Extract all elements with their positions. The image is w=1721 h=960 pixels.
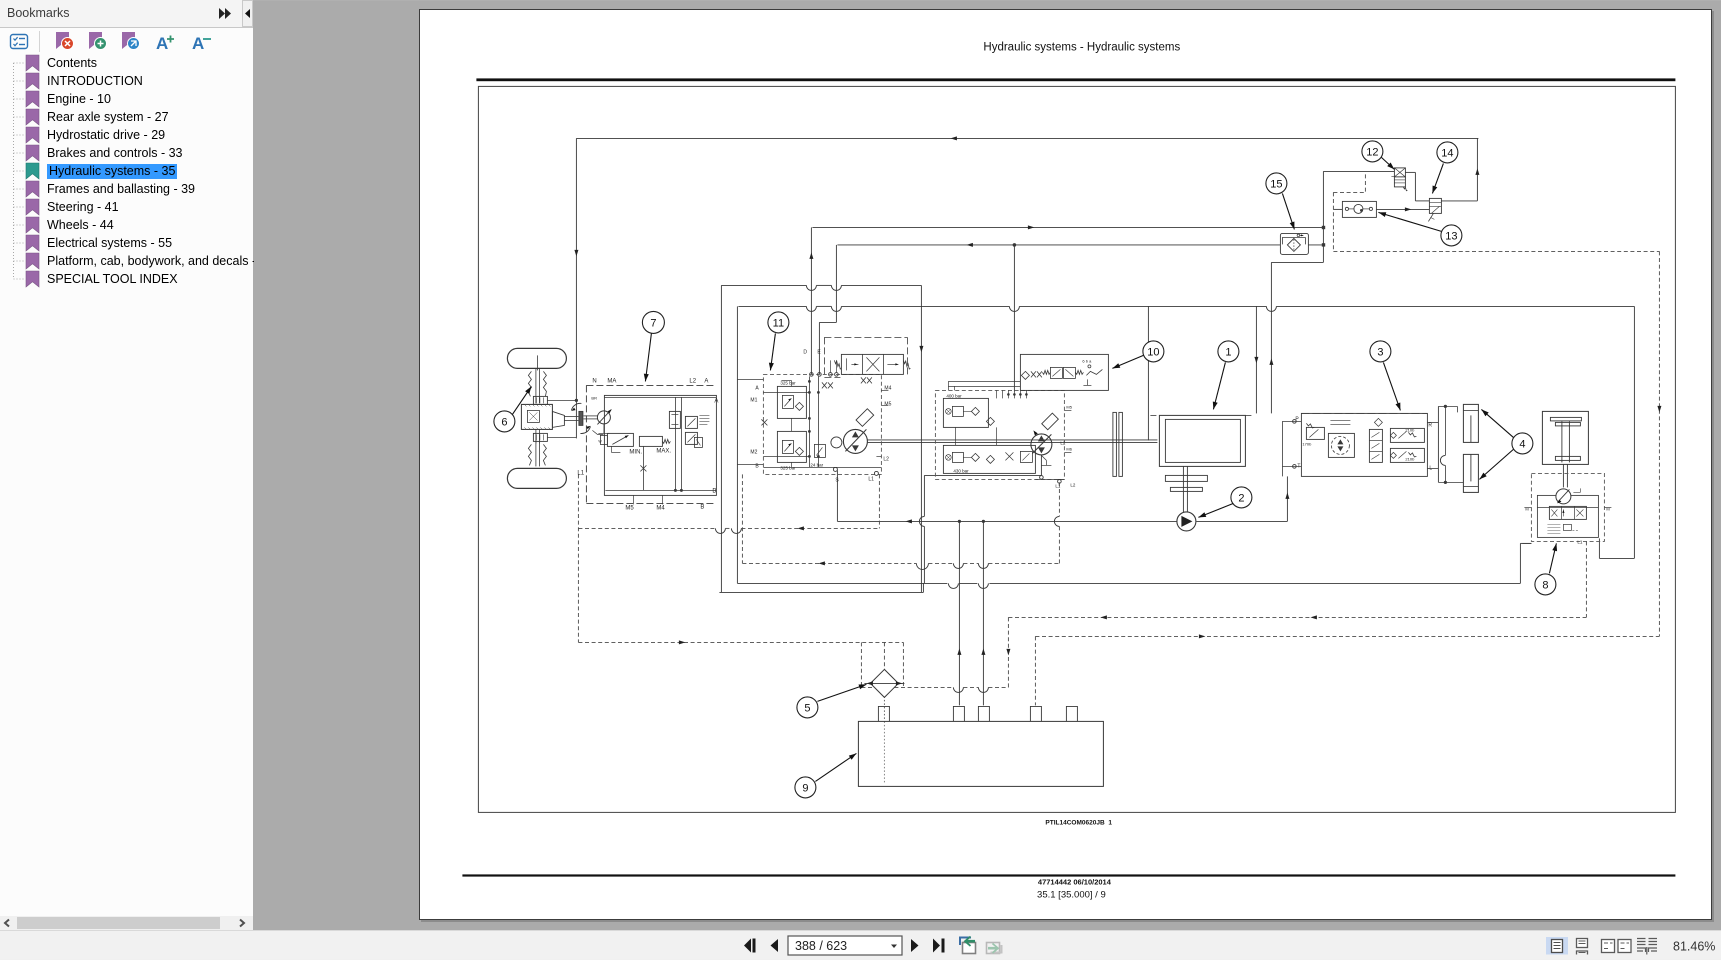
svg-text:Hydraulic systems - Hydraulic: Hydraulic systems - Hydraulic systems xyxy=(983,41,1180,53)
svg-text:35.1 [35.000] / 9: 35.1 [35.000] / 9 xyxy=(1037,889,1106,900)
svg-text:R: R xyxy=(1428,422,1432,428)
svg-text:15: 15 xyxy=(1270,178,1282,190)
svg-text:L2: L2 xyxy=(883,456,889,462)
svg-text:81.46%: 81.46% xyxy=(1673,940,1715,954)
svg-text:MIN.: MIN. xyxy=(629,449,642,455)
svg-text:L1: L1 xyxy=(1577,539,1583,544)
svg-text:L1: L1 xyxy=(1055,483,1061,488)
svg-text:B: B xyxy=(755,463,759,469)
svg-text:A: A xyxy=(704,378,708,384)
svg-text:3: 3 xyxy=(1377,346,1383,358)
svg-text:M: M xyxy=(1525,506,1528,511)
svg-text:7: 7 xyxy=(650,317,656,329)
svg-text:A: A xyxy=(192,34,204,53)
svg-text:E: E xyxy=(817,349,821,355)
svg-text:1: 1 xyxy=(1225,346,1231,358)
svg-text:11: 11 xyxy=(773,317,784,329)
svg-text:L2: L2 xyxy=(1060,440,1066,445)
svg-text:MAX.: MAX. xyxy=(656,448,671,454)
svg-text:M6: M6 xyxy=(1066,446,1072,451)
svg-text:4: 4 xyxy=(1519,438,1525,450)
svg-text:325 bar: 325 bar xyxy=(780,380,796,385)
svg-text:A: A xyxy=(755,385,759,391)
svg-text:210b: 210b xyxy=(1405,456,1415,461)
svg-text:W: W xyxy=(598,439,602,443)
svg-text:S: S xyxy=(835,477,839,483)
svg-text:PTIL14COM0620JB: PTIL14COM0620JB xyxy=(1045,819,1105,826)
svg-text:B: B xyxy=(712,488,716,494)
svg-text:2: 2 xyxy=(1238,492,1244,504)
svg-text:1: 1 xyxy=(1108,819,1112,826)
svg-text:MA: MA xyxy=(607,378,616,384)
svg-text:M4: M4 xyxy=(656,505,665,511)
svg-text:P: P xyxy=(1295,416,1299,422)
svg-text:M: M xyxy=(1606,506,1609,511)
svg-text:M5: M5 xyxy=(625,505,634,511)
svg-text:M5: M5 xyxy=(884,401,891,407)
svg-text:A: A xyxy=(714,398,718,404)
svg-text:170b: 170b xyxy=(1302,441,1312,446)
svg-text:400 bar: 400 bar xyxy=(946,393,962,398)
svg-text:L1: L1 xyxy=(577,470,584,476)
svg-text:12: 12 xyxy=(1366,146,1378,158)
svg-text:47714442 06/10/2014: 47714442 06/10/2014 xyxy=(1038,877,1112,886)
svg-text:8: 8 xyxy=(1542,579,1548,591)
svg-text:M4: M4 xyxy=(884,385,891,391)
svg-text:L1: L1 xyxy=(868,476,874,482)
svg-text:24 bar: 24 bar xyxy=(810,462,823,467)
svg-text:10: 10 xyxy=(1147,346,1159,358)
svg-text:L2: L2 xyxy=(1070,482,1076,487)
svg-text:6: 6 xyxy=(501,416,507,428)
svg-text:325 bar: 325 bar xyxy=(780,465,796,470)
svg-text:B: B xyxy=(700,504,704,510)
svg-text:14: 14 xyxy=(1441,147,1453,159)
svg-text:388 / 623: 388 / 623 xyxy=(795,939,847,953)
svg-text:L2: L2 xyxy=(689,378,696,384)
svg-text:M2: M2 xyxy=(750,449,757,455)
svg-text:M5: M5 xyxy=(1066,404,1072,409)
svg-text:210b: 210b xyxy=(1405,427,1415,432)
svg-text:13: 13 xyxy=(1445,230,1457,242)
svg-text:BR: BR xyxy=(591,395,597,400)
svg-text:N: N xyxy=(592,378,596,384)
svg-text:D: D xyxy=(803,349,807,355)
svg-text:9: 9 xyxy=(802,782,808,794)
svg-text:5: 5 xyxy=(804,702,810,714)
svg-text:M1: M1 xyxy=(750,397,757,403)
svg-text:6 b a: 6 b a xyxy=(1082,358,1092,363)
svg-text:430 bar: 430 bar xyxy=(953,468,969,473)
svg-text:A: A xyxy=(156,34,168,53)
